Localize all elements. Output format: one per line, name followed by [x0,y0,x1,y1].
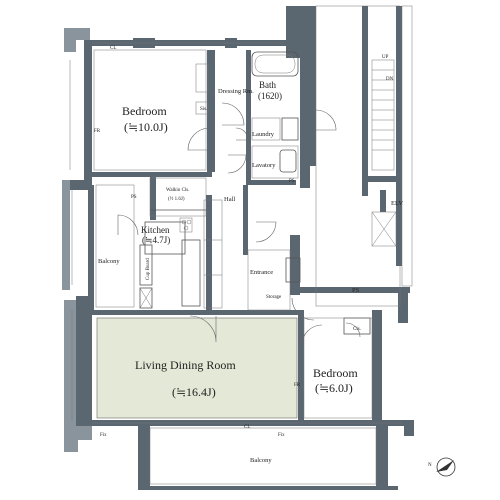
living-name: Living Dining Room [135,358,236,372]
walkin-name: Walkin Cls. [166,188,190,193]
doors [117,102,361,346]
elv-label: ELV [391,200,403,207]
compass-arrow-icon [436,460,454,472]
bedroom2-name: Bedroom [313,366,358,380]
laundry-name: Laundry [252,131,275,138]
walls [62,6,414,490]
compass-label: N [428,463,432,468]
up-mark: UP [382,55,389,60]
cls-mark: Cls. [353,327,361,332]
dressing-name: Dressing Rm. [218,88,254,95]
compass: N [428,457,456,477]
cl-mark-1: CL [110,46,116,51]
cl-mark-2: CL [244,425,250,430]
walkin-size: (½ 1.6J) [168,197,185,202]
fr-mark-2: FR [294,383,301,388]
bath-size: (1620) [258,91,282,101]
hall-name: Hall [224,196,235,203]
ps-mark-1: PS [131,195,137,200]
bath-name: Bath [259,80,276,90]
fix-mark-2: Fix [278,433,285,438]
living-size: (≒16.4J) [172,385,216,399]
fix-mark-1: Fix [100,433,107,438]
living-dining-fill [96,317,298,419]
sis-mark: Sis. [200,107,207,112]
fixtures [69,42,402,485]
bedroom1-name: Bedroom [122,104,167,118]
entrance-name: Entrance [250,269,273,276]
balcony-side-name: Balcony [98,258,120,265]
bedroom2-size: (≒6.0J) [315,381,353,395]
dn-mark: DN [386,77,394,82]
lavatory-name: Lavatory [252,162,276,169]
labels: Bedroom (≒10.0J) Dressing Rm. Bath (1620… [94,46,403,464]
cupboard-name: Cup Board [146,258,151,280]
ps-mark-2: PS [289,179,295,184]
building-core [315,5,413,307]
ps-big-mark: PS [352,287,360,294]
balcony-bottom-name: Balcony [250,457,272,464]
kitchen-name: Kitchen [141,225,170,235]
storage-mark: Storage [266,295,282,300]
fr-mark-1: FR [94,129,101,134]
compass-circle [436,457,456,477]
kitchen-size: (≒4.7J) [142,235,170,245]
bedroom1-size: (≒10.0J) [124,120,168,134]
